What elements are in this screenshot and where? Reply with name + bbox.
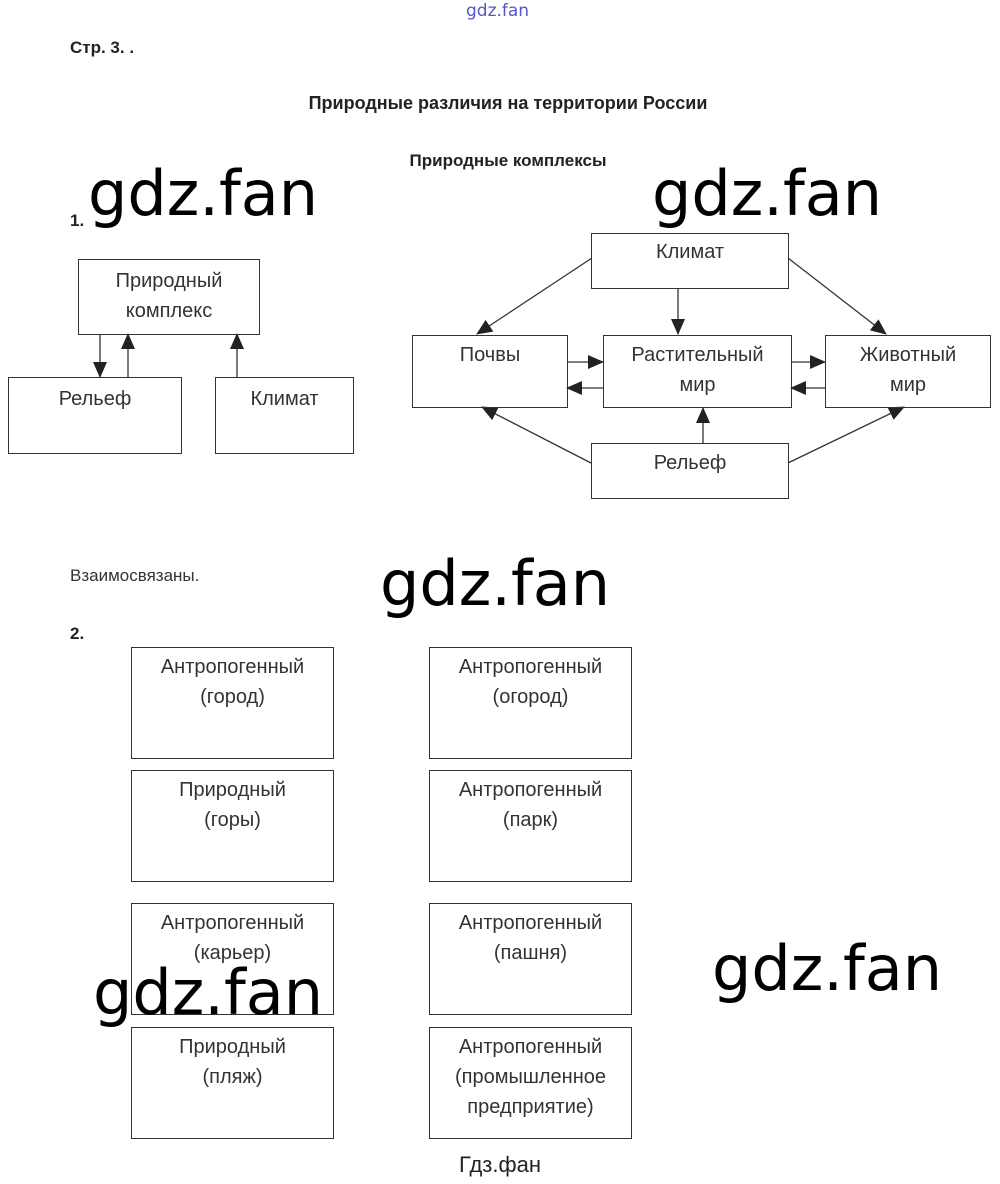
arrow <box>787 257 887 335</box>
complex-example: (пашня) <box>493 942 568 964</box>
complex-type: Антропогенный <box>458 779 603 801</box>
task1-number: 1. <box>70 211 85 230</box>
complex-box: Антропогенный (промышленное предприятие) <box>429 1027 632 1139</box>
complex-type: Природный <box>179 1036 286 1058</box>
complex-example: (парк) <box>502 809 559 831</box>
page-label: Стр. 3. . <box>70 38 135 57</box>
box-label: Животный мир <box>859 344 957 396</box>
watermark: gdz.fan <box>652 157 883 230</box>
complex-box: Природный (пляж) <box>131 1027 334 1139</box>
complex-type: Антропогенный <box>458 656 603 678</box>
complex-box: Антропогенный (парк) <box>429 770 632 882</box>
box-label: Климат <box>250 388 319 410</box>
section-title: Природные комплексы <box>409 151 607 170</box>
arrow <box>787 406 905 464</box>
complex-example: (город) <box>200 686 265 708</box>
box-relief-left: Рельеф <box>8 377 182 454</box>
complex-example: (пляж) <box>202 1066 263 1088</box>
complex-example: (карьер) <box>193 942 272 964</box>
box-plants: Растительный мир <box>603 335 792 408</box>
complex-example: (горы) <box>204 809 261 831</box>
box-label: Климат <box>655 241 725 263</box>
complex-box: Антропогенный (карьер) <box>131 903 334 1015</box>
complex-type: Антропогенный <box>458 1036 603 1058</box>
watermark: gdz.fan <box>88 157 319 230</box>
complex-type: Антропогенный <box>458 912 603 934</box>
answer1: Взаимосвязаны. <box>70 566 200 585</box>
box-label: Природный комплекс <box>115 270 223 322</box>
box-natural-complex: Природный комплекс <box>78 259 260 335</box>
footer: Гдз.фан <box>459 1152 541 1177</box>
box-label: Почвы <box>459 344 521 366</box>
box-label: Рельеф <box>58 388 132 410</box>
complex-type: Антропогенный <box>160 912 305 934</box>
top-watermark: gdz.fan <box>466 1 530 21</box>
arrow <box>481 406 592 464</box>
box-climate-left: Климат <box>215 377 354 454</box>
complex-box: Антропогенный (город) <box>131 647 334 759</box>
complex-box: Природный (горы) <box>131 770 334 882</box>
complex-box: Антропогенный (огород) <box>429 647 632 759</box>
box-soils: Почвы <box>412 335 568 408</box>
box-label: Рельеф <box>653 452 727 474</box>
complex-type: Антропогенный <box>160 656 305 678</box>
box-animals: Животный мир <box>825 335 991 408</box>
task2-number: 2. <box>70 624 85 643</box>
complex-example: (огород) <box>492 686 569 708</box>
complex-example: (промышленное предприятие) <box>454 1066 607 1118</box>
box-relief: Рельеф <box>591 443 789 499</box>
box-label: Растительный мир <box>631 344 764 396</box>
complex-box: Антропогенный (пашня) <box>429 903 632 1015</box>
arrow <box>476 257 593 335</box>
watermark: gdz.fan <box>380 547 611 620</box>
page-title: Природные различия на территории России <box>308 93 708 113</box>
complex-type: Природный <box>179 779 286 801</box>
box-climate: Климат <box>591 233 789 289</box>
watermark: gdz.fan <box>712 932 943 1005</box>
watermark: gdz.fan <box>93 956 324 1029</box>
